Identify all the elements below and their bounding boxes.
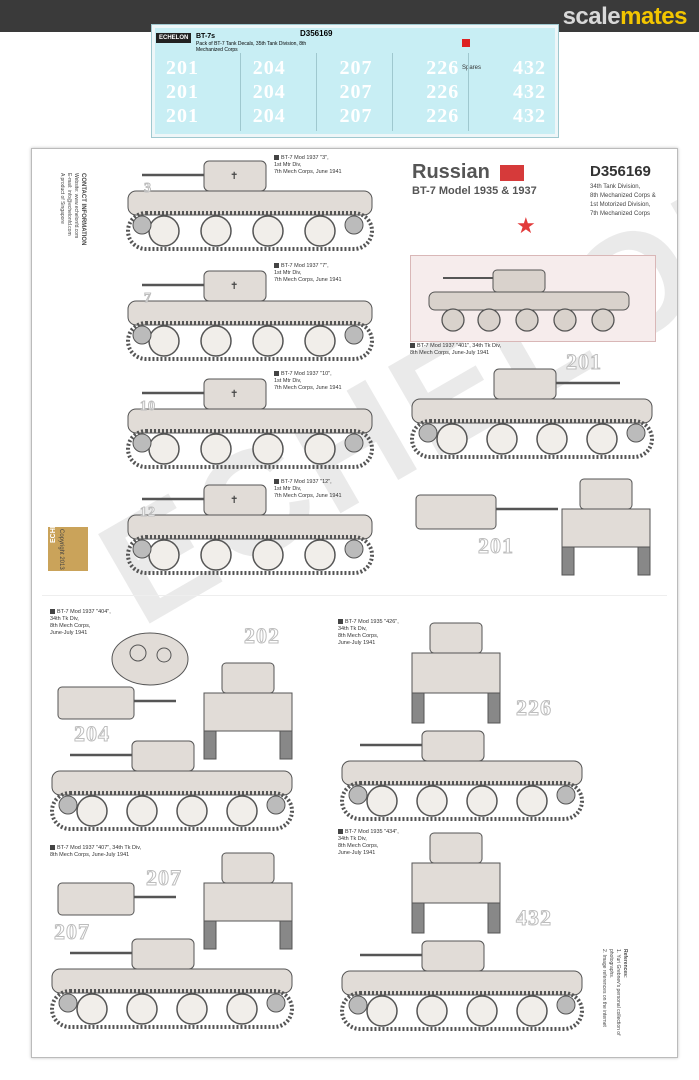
svg-text:✝: ✝ (230, 281, 238, 292)
turret-side-view-icon (415, 494, 558, 530)
references-note: References: 1. Yuri Grebnev's personal c… (600, 949, 628, 1057)
references-heading: References: (622, 949, 628, 978)
tank-caption: BT-7 Mod 1937 "407", 34th Tk Div, 8th Me… (50, 845, 142, 858)
tank-caption: BT-7 Mod 1937 "10", 1st Mtr Div, 7th Mec… (274, 371, 342, 391)
subtitle-units: 34th Tank Division, 8th Mechanized Corps… (590, 184, 656, 217)
tank-number-204: 204 (74, 721, 110, 747)
reference-photo-box (410, 255, 656, 342)
tank-profile-426 (340, 730, 584, 821)
tank-number-207: 207 (54, 919, 90, 945)
tank-number-432: 432 (516, 905, 552, 931)
svg-text:✝: ✝ (230, 389, 238, 400)
tank-caption: BT-7 Mod 1937 "404", 34th Tk Div, 8th Me… (50, 609, 111, 636)
contact-line: Website: www.echelonfd.com (73, 173, 79, 239)
title-russian: Russian (412, 161, 490, 183)
red-star-icon: ★ (516, 214, 536, 239)
echelon-logo: ECHELON (48, 509, 88, 571)
decal-brand-badge: ECHELON (156, 33, 192, 43)
turret-side-view-icon (57, 686, 176, 720)
tank-profile-404 (50, 740, 294, 831)
tank-caption: BT-7 Mod 1935 "426", 34th Tk Div, 8th Me… (338, 619, 399, 646)
tank-profile-407 (50, 938, 294, 1029)
tank-rear-view-icon (411, 832, 501, 934)
svg-text:✝: ✝ (230, 171, 238, 182)
svg-text:✝: ✝ (230, 495, 238, 506)
tank-number-201: 201 (566, 349, 602, 375)
tank-profile-3: ✝ (126, 160, 374, 251)
decal-code: BT-7s (196, 33, 216, 40)
logo-accent-text: mates (620, 3, 687, 30)
tank-rear-view-icon (203, 852, 293, 950)
tank-profile-7: ✝ (126, 270, 374, 361)
decal-spares-label: Spares (462, 65, 482, 71)
tank-profile-12: ✝ (126, 484, 374, 575)
tank-caption: BT-7 Mod 1935 "434", 34th Tk Div, 8th Me… (338, 829, 399, 856)
tank-number-202: 202 (244, 623, 280, 649)
logo-main-text: scale (562, 3, 621, 30)
tank-caption: BT-7 Mod 1937 "12", 1st Mtr Div, 7th Mec… (274, 479, 342, 499)
soviet-flag-icon (500, 165, 524, 181)
tank-rear-view-icon (561, 478, 651, 576)
decal-id: D356169 (300, 29, 333, 38)
product-code: D356169 (590, 163, 651, 180)
tank-number-10: 10 (140, 399, 156, 415)
tank-caption: BT-7 Mod 1937 "3", 1st Mtr Div, 7th Mech… (274, 155, 342, 175)
decal-sheet-image: ECHELON BT-7s D356169 Pack of BT-7 Tank … (151, 24, 559, 138)
contact-line: A product of Singapore (59, 173, 65, 224)
section-divider (42, 595, 667, 596)
tank-number-3: 3 (144, 181, 152, 197)
tank-caption: BT-7 Mod 1937 "7", 1st Mtr Div, 7th Mech… (274, 263, 342, 283)
scalemates-logo[interactable]: scalemates (562, 3, 688, 31)
contact-info: CONTACT INFORMATION Website: www.echelon… (58, 173, 86, 333)
contact-line: E-mail: info@echelonfd.com (66, 173, 72, 236)
tank-number-207: 207 (146, 865, 182, 891)
decal-note: Pack of BT-7 Tank Decals, 35th Tank Divi… (196, 41, 307, 53)
tank-rear-view-icon (203, 662, 293, 760)
contact-heading: CONTACT INFORMATION (80, 173, 86, 246)
instruction-sheet-image: ECHELON CONTACT INFORMATION Website: www… (31, 148, 678, 1058)
tank-number-226: 226 (516, 695, 552, 721)
tank-profile-10: ✝ (126, 378, 374, 469)
tank-profile-201 (410, 368, 654, 459)
tank-caption: BT-7 Mod 1937 "401", 34th Tk Div, 8th Me… (410, 343, 502, 356)
red-flag-decal-icon (462, 39, 470, 47)
reference-line: 1. Yuri Grebnev's personal collection of… (608, 949, 621, 1036)
title-block: Russian BT-7 Model 1935 & 1937 D356169 3… (412, 161, 672, 221)
tank-rear-view-icon (411, 622, 501, 724)
title-model: BT-7 Model 1935 & 1937 (412, 185, 537, 197)
reference-line: 2. Image references on the internet (601, 949, 607, 1027)
tank-number-12: 12 (140, 505, 156, 521)
tank-profile-icon (428, 269, 630, 332)
tank-profile-434 (340, 940, 584, 1031)
turret-top-view-icon (111, 632, 189, 686)
turret-side-view-icon (57, 882, 176, 916)
tank-number-201: 201 (478, 533, 514, 559)
tank-number-7: 7 (144, 291, 152, 307)
